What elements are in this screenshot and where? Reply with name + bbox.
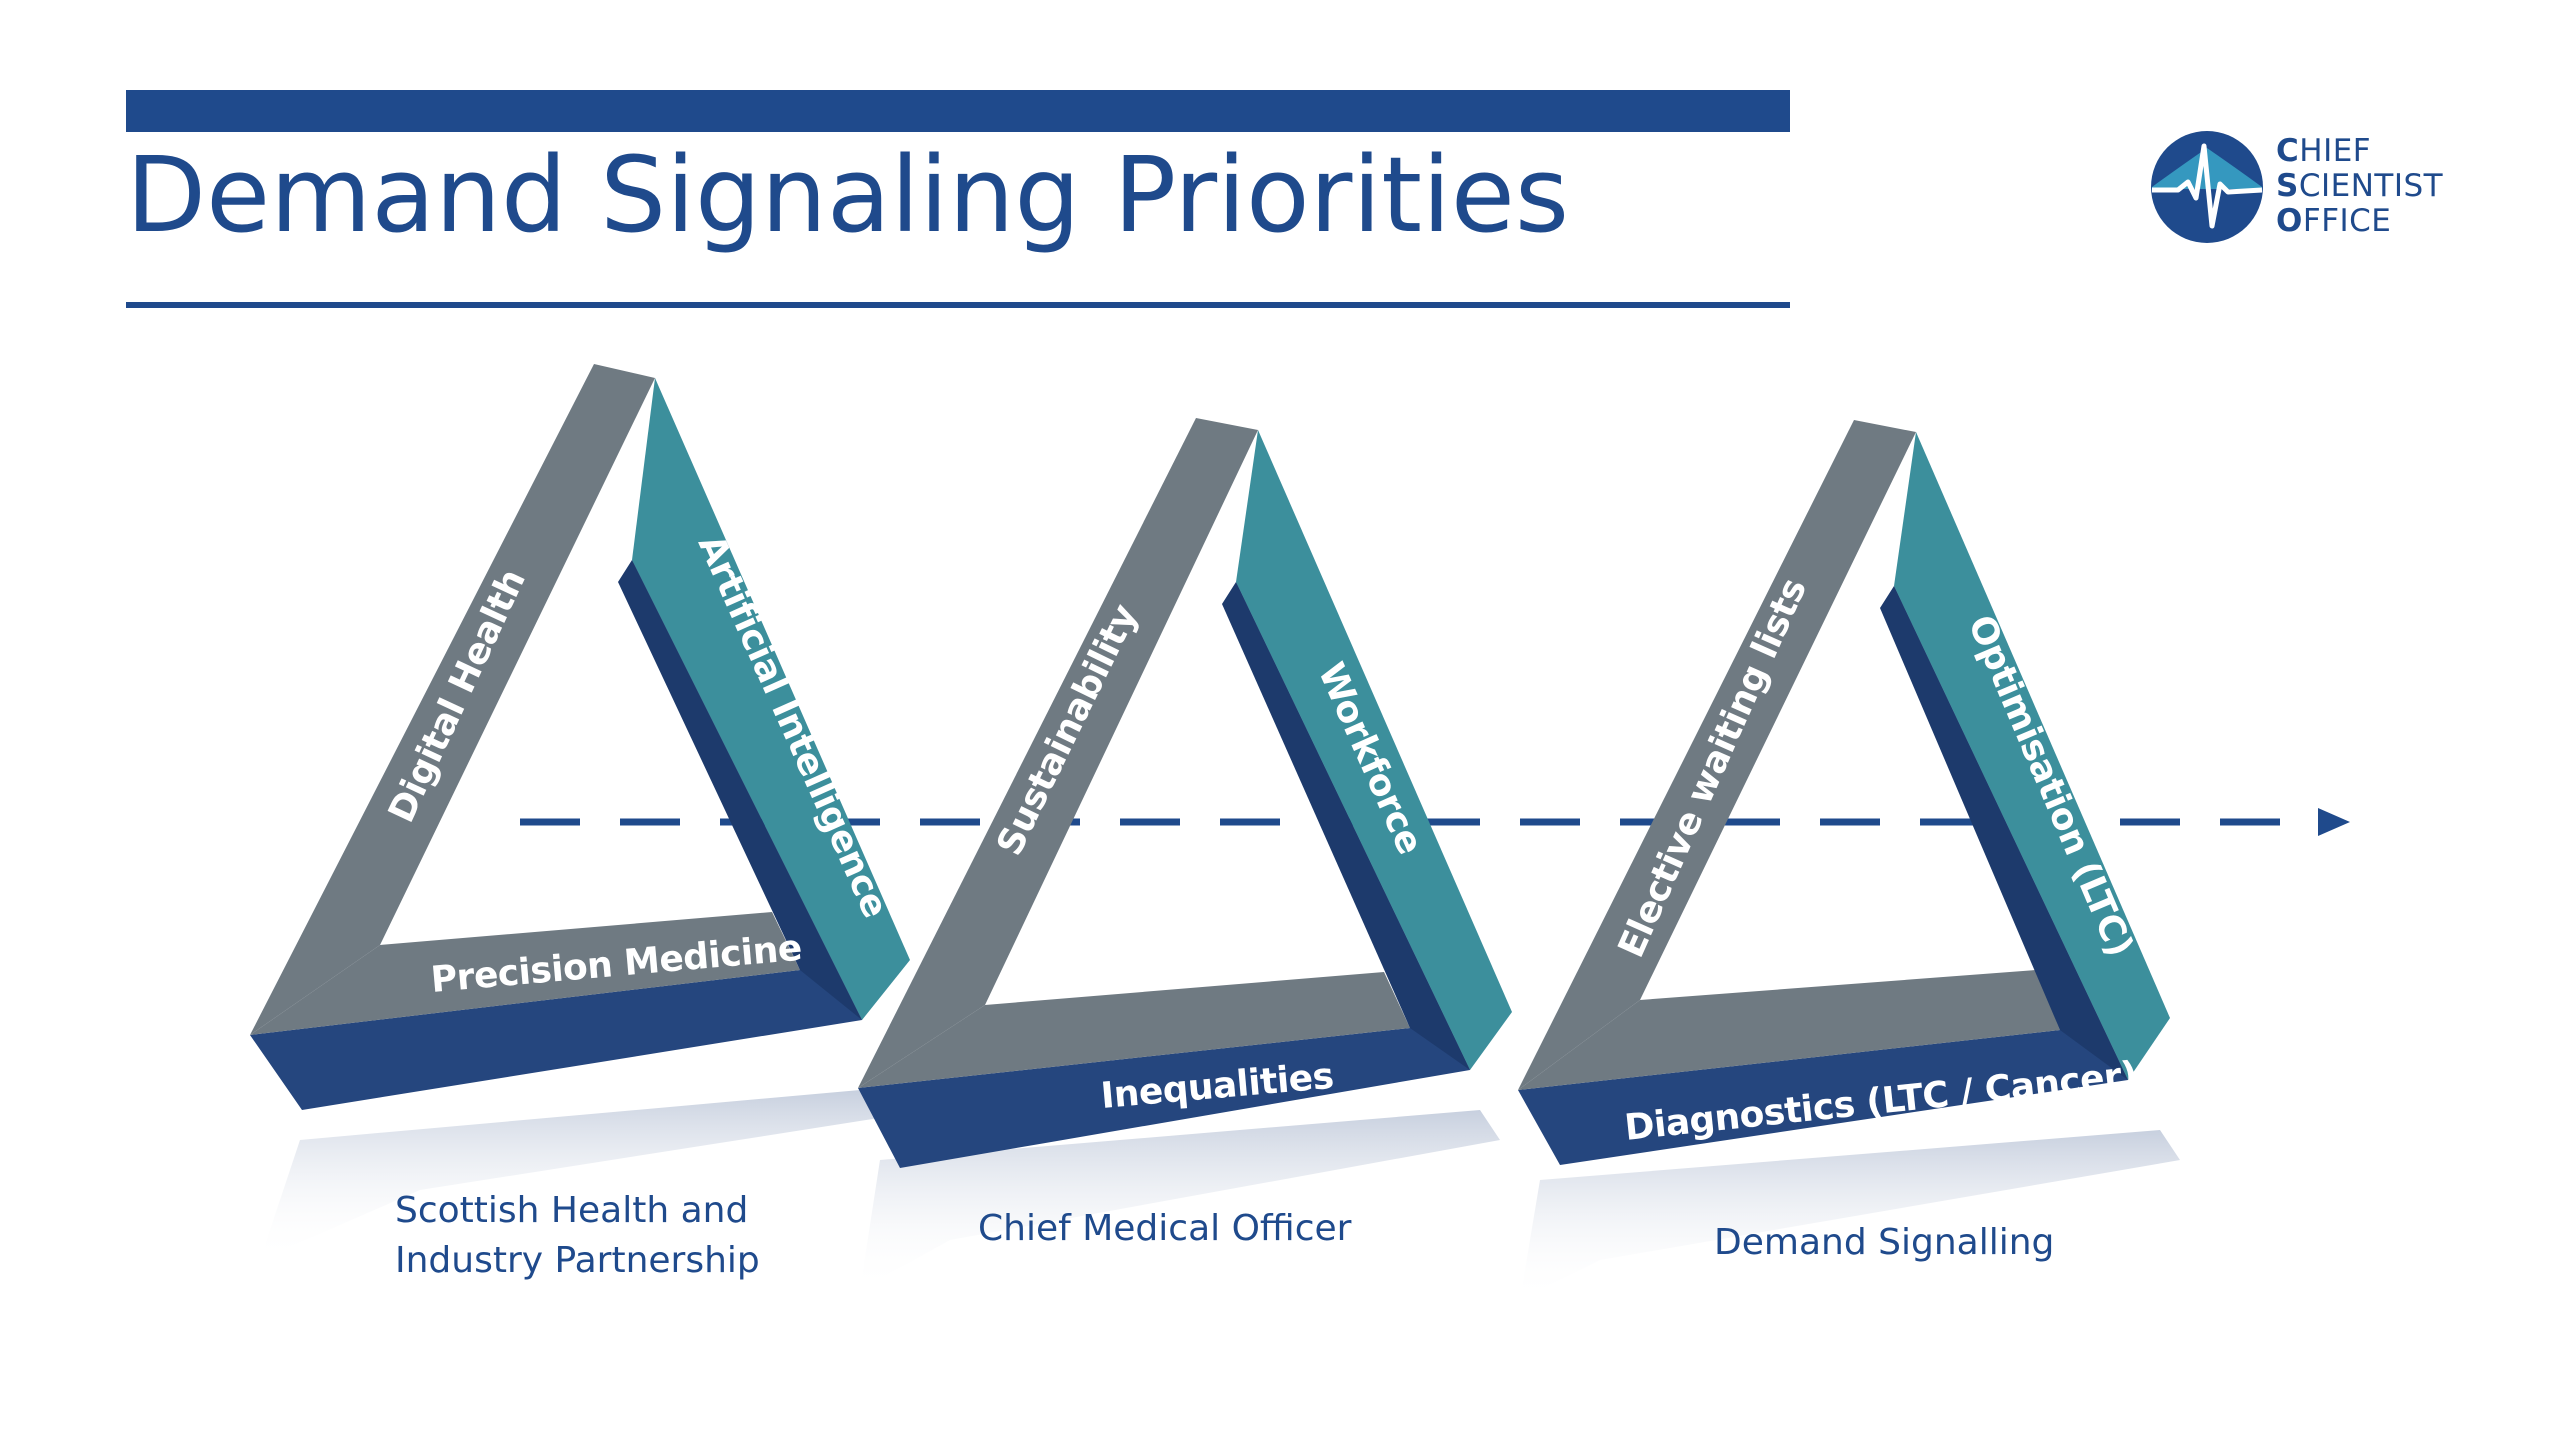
- triangle-1-navy-face: [250, 560, 862, 1110]
- reflection-1: [260, 1090, 930, 1260]
- reflection-3: [1520, 1130, 2180, 1300]
- triangle-2-navy-face: [858, 582, 1470, 1168]
- title-top-bar: [126, 90, 1790, 132]
- triangle-2: Sustainability Workforce Inequalities: [858, 418, 1512, 1168]
- heartbeat-circle-icon: [2151, 131, 2263, 243]
- triangle-3-gray-face: [1518, 420, 1916, 1090]
- triangle-2-caption: Chief Medical Officer: [978, 1208, 1352, 1249]
- triangle-1-teal-face: [632, 378, 910, 1020]
- triangle-1-caption-line-1: Scottish Health and: [395, 1190, 748, 1231]
- triangle-2-gray-face: [858, 418, 1258, 1088]
- triangle-1-caption-line-2: Industry Partnership: [395, 1240, 760, 1281]
- triangle-1: Digital Health Artificial Intelligence P…: [250, 364, 910, 1110]
- triangle-1-left-label: Digital Health: [381, 563, 534, 828]
- triangle-3-caption: Demand Signalling: [1714, 1222, 2054, 1263]
- triangle-1-bottom-strip: [250, 912, 800, 1035]
- triangle-1-inner-rim: [618, 560, 862, 1020]
- reflections: [260, 1090, 2180, 1300]
- triangle-3-inner-rim: [1880, 586, 2128, 1080]
- page-title: Demand Signaling Priorities: [126, 134, 1570, 256]
- triangle-3-left-label: Elective waiting lists: [1611, 573, 1815, 964]
- reflection-2: [860, 1110, 1500, 1290]
- triangle-3-teal-face: [1894, 432, 2170, 1080]
- triangle-2-inner-rim: [1222, 582, 1470, 1070]
- triangle-1-gray-face: [250, 364, 655, 1035]
- logo-text: CHIEF SCIENTIST OFFICE: [2276, 133, 2444, 239]
- captions: Scottish Health and Industry Partnership…: [395, 1190, 2054, 1281]
- triangle-3-bottom-strip: [1518, 970, 2060, 1090]
- chief-scientist-office-logo: CHIEF SCIENTIST OFFICE: [2148, 128, 2468, 248]
- triangle-2-teal-face: [1236, 430, 1512, 1070]
- flow-arrow-head: [2318, 808, 2350, 836]
- triangle-2-bottom-strip: [858, 972, 1410, 1088]
- triangle-3: Elective waiting lists Optimisation (LTC…: [1518, 420, 2170, 1165]
- title-underline: [126, 302, 1790, 308]
